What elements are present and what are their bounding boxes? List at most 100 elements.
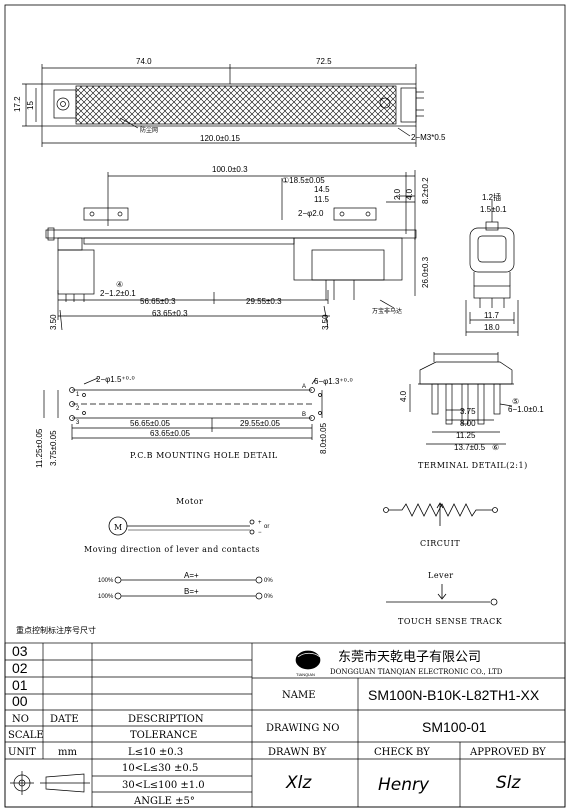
- tol-row-4: ANGLE ±5°: [133, 796, 195, 807]
- pcb-dim-29-55: 29.55±0.05: [240, 419, 281, 428]
- side-dim-14-5: 14.5: [314, 185, 330, 194]
- motor-plus: +: [258, 520, 262, 526]
- motor-symbol: M: [114, 523, 123, 532]
- touch-lever: Lever: [428, 571, 454, 580]
- circuit-title: CIRCUIT: [420, 539, 460, 548]
- top-dim-72-5: 72.5: [316, 57, 332, 66]
- top-dim-m3: 2−M3*0.5: [411, 133, 446, 142]
- side-dim-56-65: 56.65±0.3: [140, 297, 176, 306]
- scale-label: SCALE: [8, 730, 44, 741]
- header-date: DATE: [50, 714, 79, 725]
- circuit-diagram: [383, 502, 498, 526]
- top-view: [22, 64, 424, 147]
- logo-text: TIANQIAN: [296, 672, 315, 677]
- end-dim-11-7: 11.7: [484, 311, 500, 320]
- term-dim-3-75: 3.75: [460, 407, 476, 416]
- pcb-pin-3: 3: [76, 420, 80, 426]
- drawn-by-label: DRAWN BY: [268, 747, 327, 758]
- drawing-no-value: SM100-01: [422, 719, 487, 735]
- pcb-dim-phi1-5: 2−φ1.5⁺⁰·⁰: [96, 375, 135, 384]
- dir-b-mid: B=+: [184, 587, 199, 596]
- unit-value: mm: [58, 747, 77, 758]
- top-dim-15: 15: [26, 101, 35, 110]
- term-dim-8-00: 8.00: [460, 419, 476, 428]
- term-dim-6-1-0: 6−1.0±0.1: [508, 405, 544, 414]
- side-note-motor: 万宝非马达: [372, 307, 402, 315]
- dir-a-right: 0%: [264, 578, 273, 584]
- side-dim-18-5: ①18.5±0.05: [282, 176, 325, 185]
- side-dim-phi2: 2−φ2.0: [298, 209, 324, 218]
- side-view: [45, 170, 417, 331]
- side-dim-3-5-right: 3.50: [321, 314, 330, 330]
- dir-b-left: 100%: [98, 594, 114, 600]
- term-marker-5: ⑤: [512, 397, 519, 406]
- name-value: SM100N-B10K-L82TH1-XX: [368, 687, 540, 703]
- tol-row-2: 10<L≤30 ±0.5: [122, 763, 198, 774]
- top-note-mesh: 防尘网: [140, 126, 158, 134]
- terminal-detail: [409, 352, 514, 445]
- pcb-hole-detail: [43, 377, 323, 440]
- rev-00: 00: [12, 693, 28, 709]
- end-dim-1-2: 1.2插: [482, 192, 501, 202]
- pcb-title: P.C.B MOUNTING HOLE DETAIL: [130, 451, 278, 460]
- motor-title: Motor: [176, 497, 203, 506]
- title-block: [4, 642, 566, 808]
- dir-a-mid: A=+: [184, 571, 199, 580]
- pcb-pin-1: 1: [76, 392, 80, 398]
- motor-minus: −: [258, 530, 262, 536]
- motor-diagram: [108, 516, 255, 536]
- side-dim-1-2: 2−1.2±0.1: [100, 289, 136, 298]
- tolerance-label: TOLERANCE: [130, 730, 197, 741]
- tol-row-3: 30<L≤100 ±1.0: [122, 780, 205, 791]
- touch-title: TOUCH SENSE TRACK: [398, 617, 503, 626]
- end-view: [465, 200, 519, 336]
- side-dim-2-0: 2.0: [393, 188, 402, 200]
- check-by-label: CHECK BY: [374, 747, 430, 758]
- end-dim-1-5: 1.5±0.1: [480, 205, 507, 214]
- side-dim-8-2: 8.2±0.2: [421, 177, 430, 204]
- company-cn: 东莞市天乾电子有限公司: [338, 649, 481, 665]
- term-marker-6: ⑥: [492, 443, 499, 452]
- side-dim-3-5-left: 3.50: [49, 314, 58, 330]
- term-dim-4-0: 4.0: [399, 390, 408, 402]
- pcb-dim-phi1-3: 6−φ1.3⁺⁰·⁰: [314, 377, 353, 386]
- company-en: DONGGUAN TIANQIAN ELECTRONIC CO., LTD: [330, 668, 503, 676]
- direction-diagram: [114, 576, 263, 600]
- top-dim-17-2: 17.2: [13, 96, 22, 112]
- terminal-title: TERMINAL DETAIL(2:1): [418, 461, 528, 470]
- side-dim-11-5: 11.5: [314, 195, 330, 204]
- side-marker-4: ④: [116, 280, 123, 289]
- term-dim-11-25: 11.25: [456, 431, 476, 440]
- dir-b-right: 0%: [264, 594, 273, 600]
- pcb-dim-8-0: 8.0±0.05: [319, 422, 328, 454]
- pcb-pin-a: A: [302, 384, 306, 390]
- touch-sense-diagram: [386, 584, 498, 606]
- side-dim-63-65: 63.65±0.3: [152, 309, 188, 318]
- header-no: NO: [12, 714, 29, 725]
- approved-by-value: Slz: [496, 773, 522, 793]
- pcb-dim-11-25: 11.25±0.05: [35, 428, 44, 468]
- rev-02: 02: [12, 660, 28, 676]
- top-dim-74: 74.0: [136, 57, 152, 66]
- pcb-pin-b: B: [302, 412, 306, 418]
- rev-03: 03: [12, 643, 28, 659]
- drawn-by-value: Xlz: [285, 773, 312, 793]
- name-label: NAME: [282, 690, 316, 701]
- note-cn: 重点控制标注序号尺寸: [16, 625, 96, 635]
- unit-label: UNIT: [8, 747, 36, 758]
- drawing-no-label: DRAWING NO: [266, 723, 339, 734]
- dir-a-left: 100%: [98, 578, 114, 584]
- check-by-value: Henry: [378, 775, 430, 795]
- approved-by-label: APPROVED BY: [469, 747, 546, 758]
- side-dim-100: 100.0±0.3: [212, 165, 248, 174]
- top-dim-120: 120.0±0.15: [200, 134, 241, 143]
- end-dim-18: 18.0: [484, 323, 500, 332]
- pcb-dim-56-65: 56.65±0.05: [130, 419, 171, 428]
- term-dim-13-7: 13.7±0.5: [454, 443, 486, 452]
- side-dim-26: 26.0±0.3: [421, 256, 430, 288]
- side-dim-4-0: 4.0: [405, 188, 414, 200]
- pcb-dim-3-75: 3.75±0.05: [49, 430, 58, 466]
- pcb-pin-2: 2: [76, 406, 80, 412]
- motor-caption: Moving direction of lever and contacts: [84, 545, 260, 554]
